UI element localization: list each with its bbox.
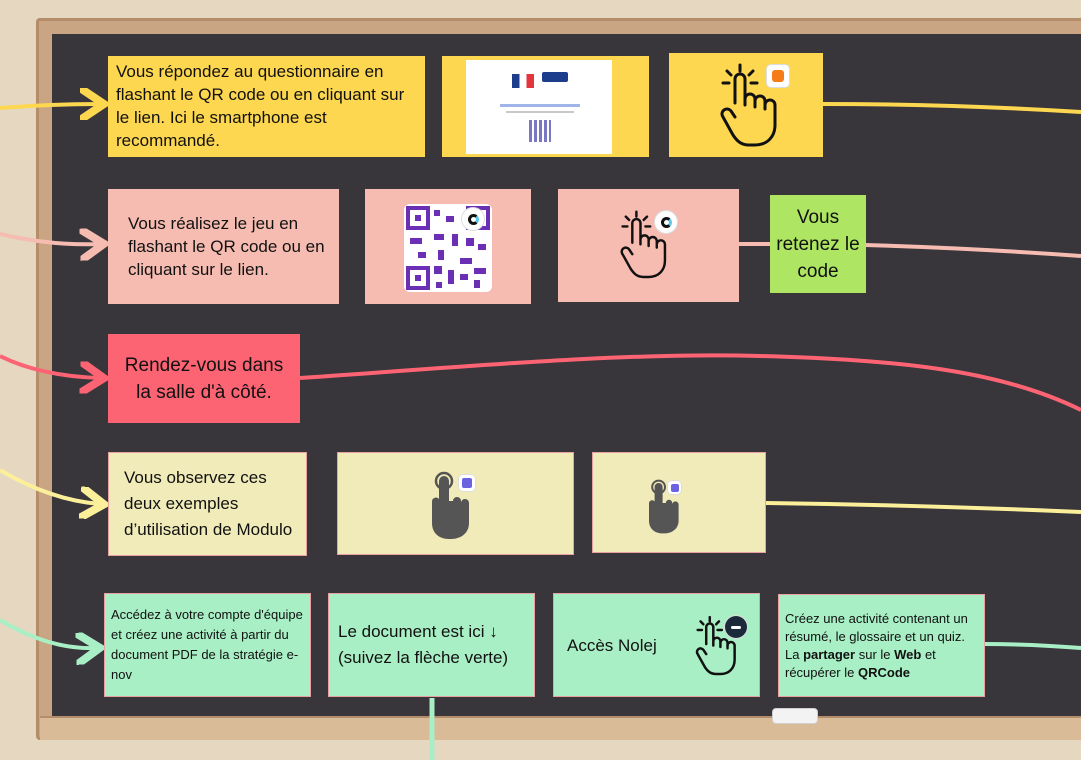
genially-badge-icon bbox=[767, 65, 789, 87]
genially-badge-icon bbox=[655, 211, 677, 233]
tap-hand-icon[interactable] bbox=[649, 479, 681, 535]
pointing-hand-icon[interactable] bbox=[692, 612, 746, 682]
republique-logo bbox=[512, 74, 534, 88]
game-qr-card[interactable] bbox=[365, 189, 531, 304]
genially-badge-icon bbox=[462, 208, 484, 230]
arrow-row3-in bbox=[0, 354, 100, 378]
arrow-row4-in bbox=[0, 468, 100, 504]
line-row1-out bbox=[822, 102, 1081, 114]
aefe-logo bbox=[542, 72, 568, 82]
tap-hand-icon[interactable] bbox=[432, 471, 472, 541]
pointing-hand-icon[interactable] bbox=[715, 63, 791, 151]
next-room-text: Rendez-vous dans la salle d'à côté. bbox=[124, 354, 284, 403]
create-line-3: récupérer le QRCode bbox=[785, 664, 910, 680]
line-row2-out bbox=[864, 243, 1081, 258]
line-row5-out bbox=[983, 642, 1081, 650]
game-qr-code[interactable] bbox=[404, 204, 492, 292]
game-link-card[interactable] bbox=[558, 189, 739, 302]
create-line-2: La partager sur le Web et bbox=[785, 646, 936, 662]
modulo-badge-icon bbox=[459, 475, 475, 491]
questionnaire-instruction-card: Vous répondez au questionnaire en flasha… bbox=[108, 56, 425, 157]
game-instruction-text: Vous réalisez le jeu en flashant le QR c… bbox=[128, 214, 325, 279]
pointing-hand-icon[interactable] bbox=[616, 207, 678, 285]
nolej-access-label: Accès Nolej bbox=[567, 635, 657, 655]
nolej-badge-icon bbox=[725, 616, 747, 638]
poster-link-line bbox=[500, 104, 580, 107]
line-row4-out bbox=[765, 501, 1081, 514]
poster-code-line bbox=[506, 111, 574, 113]
questionnaire-instruction-text: Vous répondez au questionnaire en flasha… bbox=[116, 62, 405, 150]
document-text: Le document est ici ↓ (suivez la flèche … bbox=[338, 622, 509, 667]
modulo-badge-icon bbox=[668, 481, 681, 494]
modulo-instruction-card: Vous observez ces deux exemples d’utilis… bbox=[108, 452, 307, 556]
document-card[interactable]: Le document est ici ↓ (suivez la flèche … bbox=[328, 593, 535, 697]
arrow-row1-in bbox=[0, 104, 100, 108]
modulo-example-1-card[interactable] bbox=[337, 452, 574, 555]
arrow-row2-in bbox=[0, 234, 100, 244]
board-ledge bbox=[40, 716, 1081, 740]
nolej-access-card[interactable]: Accès Nolej bbox=[553, 593, 760, 697]
poster-qr-code[interactable] bbox=[529, 120, 551, 142]
modulo-instruction-text: Vous observez ces deux exemples d’utilis… bbox=[124, 468, 293, 539]
create-activity-text: Créez une activité contenant un résumé, … bbox=[785, 610, 980, 682]
aefe-poster[interactable] bbox=[466, 60, 612, 154]
team-account-card: Accédez à votre compte d'équipe et créez… bbox=[104, 593, 311, 697]
arrow-row5-in bbox=[0, 618, 96, 648]
code-note-text: Vous retenez le code bbox=[776, 206, 860, 282]
next-room-card: Rendez-vous dans la salle d'à côté. bbox=[108, 334, 300, 423]
modulo-example-2-card[interactable] bbox=[592, 452, 766, 553]
code-note-card: Vous retenez le code bbox=[770, 195, 866, 293]
create-activity-card: Créez une activité contenant un résumé, … bbox=[778, 594, 985, 697]
questionnaire-link-card[interactable] bbox=[669, 53, 823, 157]
aefe-poster-card[interactable] bbox=[442, 56, 649, 157]
line-row3-out bbox=[299, 353, 1081, 412]
eraser bbox=[772, 708, 818, 724]
team-account-text: Accédez à votre compte d'équipe et créez… bbox=[111, 607, 303, 682]
game-instruction-card: Vous réalisez le jeu en flashant le QR c… bbox=[108, 189, 339, 304]
create-line-1: Créez une activité contenant un résumé, … bbox=[785, 610, 968, 644]
